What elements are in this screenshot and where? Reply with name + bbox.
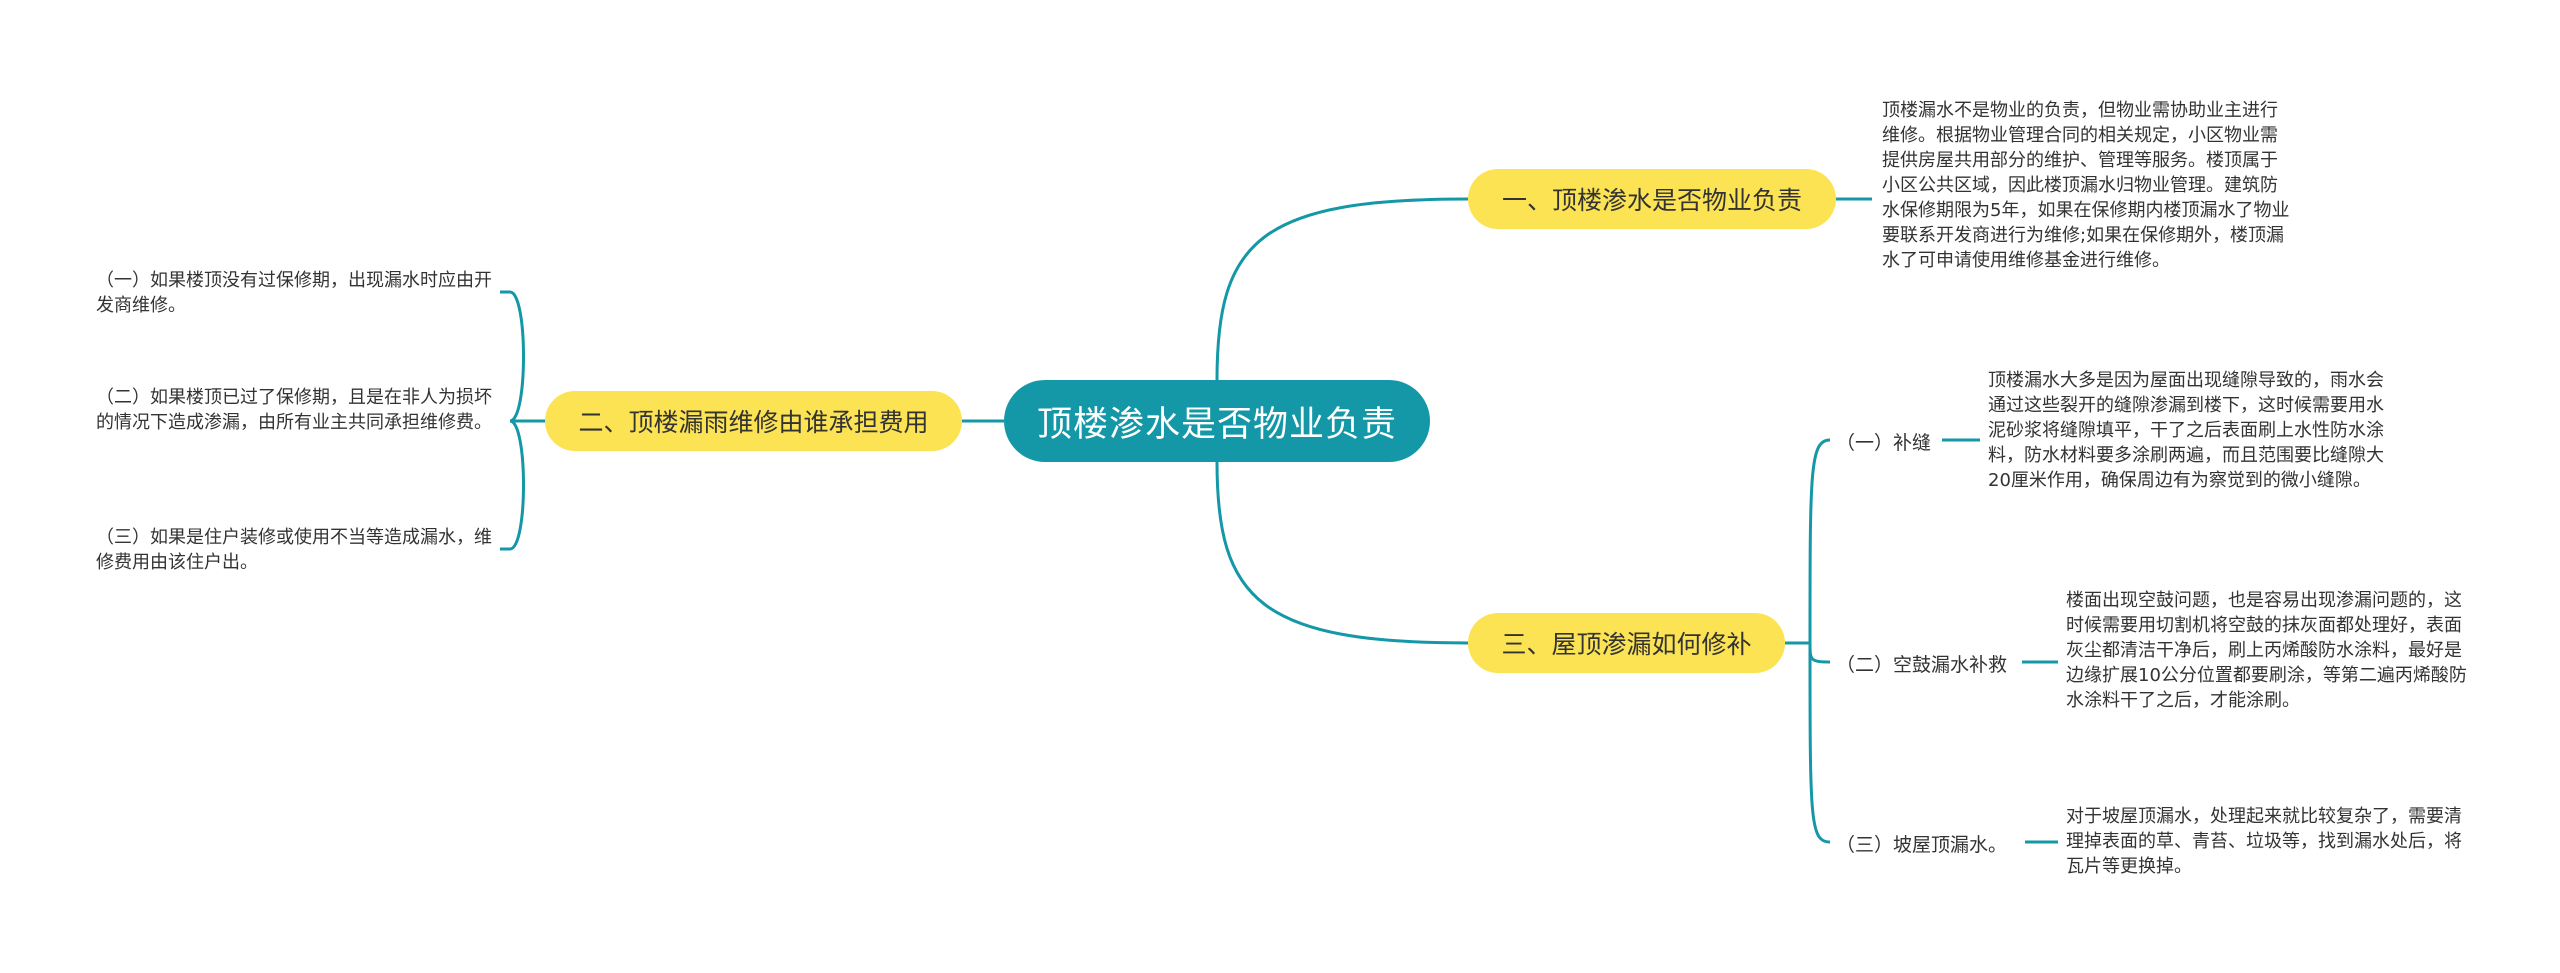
branch-node-1[interactable]: 一、顶楼渗水是否物业负责: [1468, 169, 1836, 229]
branch-1-detail-text: 顶楼漏水不是物业的负责，但物业需协助业主进行维修。根据物业管理合同的相关规定，小…: [1882, 100, 2290, 271]
branch-1-label: 一、顶楼渗水是否物业负责: [1501, 186, 1802, 215]
branch-3-sub-2-text: 楼面出现空鼓问题，也是容易出现渗漏问题的，这时候需要用切割机将空鼓的抹灰面都处理…: [2066, 590, 2467, 711]
link-branch3-sub1: [1808, 438, 1831, 644]
branch-2-item-3: （三）如果是住户装修或使用不当等造成漏水，维修费用由该住户出。: [96, 527, 492, 573]
link-branch2-item1: [509, 290, 525, 423]
branch-3-sub-2[interactable]: （二）空鼓漏水补救: [1836, 654, 2008, 676]
link-branch3-sub2: [1808, 642, 1831, 664]
branch-node-3[interactable]: 三、屋顶渗漏如何修补: [1468, 613, 1785, 673]
root-label: 顶楼渗水是否物业负责: [1036, 404, 1397, 445]
branch-2-item-2: （二）如果楼顶已过了保修期，且是在非人为损坏的情况下造成渗漏，由所有业主共同承担…: [96, 387, 492, 433]
branch-3-sub-1[interactable]: （一）补缝: [1836, 432, 1932, 454]
branch-3-sub-3-text: 对于坡屋顶漏水，处理起来就比较复杂了，需要清理掉表面的草、青苔、垃圾等，找到漏水…: [2066, 806, 2462, 877]
branch-2-item-1: （一）如果楼顶没有过保修期，出现漏水时应由开发商维修。: [96, 270, 492, 316]
root-node[interactable]: 顶楼渗水是否物业负责: [1004, 380, 1430, 462]
branch-3-sub-3[interactable]: （三）坡屋顶漏水。: [1836, 834, 2008, 856]
link-branch2-item3: [509, 419, 525, 551]
branch-3-label: 三、屋顶渗漏如何修补: [1501, 630, 1752, 659]
branch-3-sub-1-text: 顶楼漏水大多是因为屋面出现缝隙导致的，雨水会通过这些裂开的缝隙渗漏到楼下，这时候…: [1988, 370, 2384, 491]
link-root-branch1: [1215, 197, 1469, 381]
branch-node-2[interactable]: 二、顶楼漏雨维修由谁承担费用: [545, 391, 962, 451]
link-root-branch3: [1215, 461, 1469, 645]
branch-2-label: 二、顶楼漏雨维修由谁承担费用: [578, 408, 929, 437]
link-branch3-sub3: [1808, 642, 1831, 844]
